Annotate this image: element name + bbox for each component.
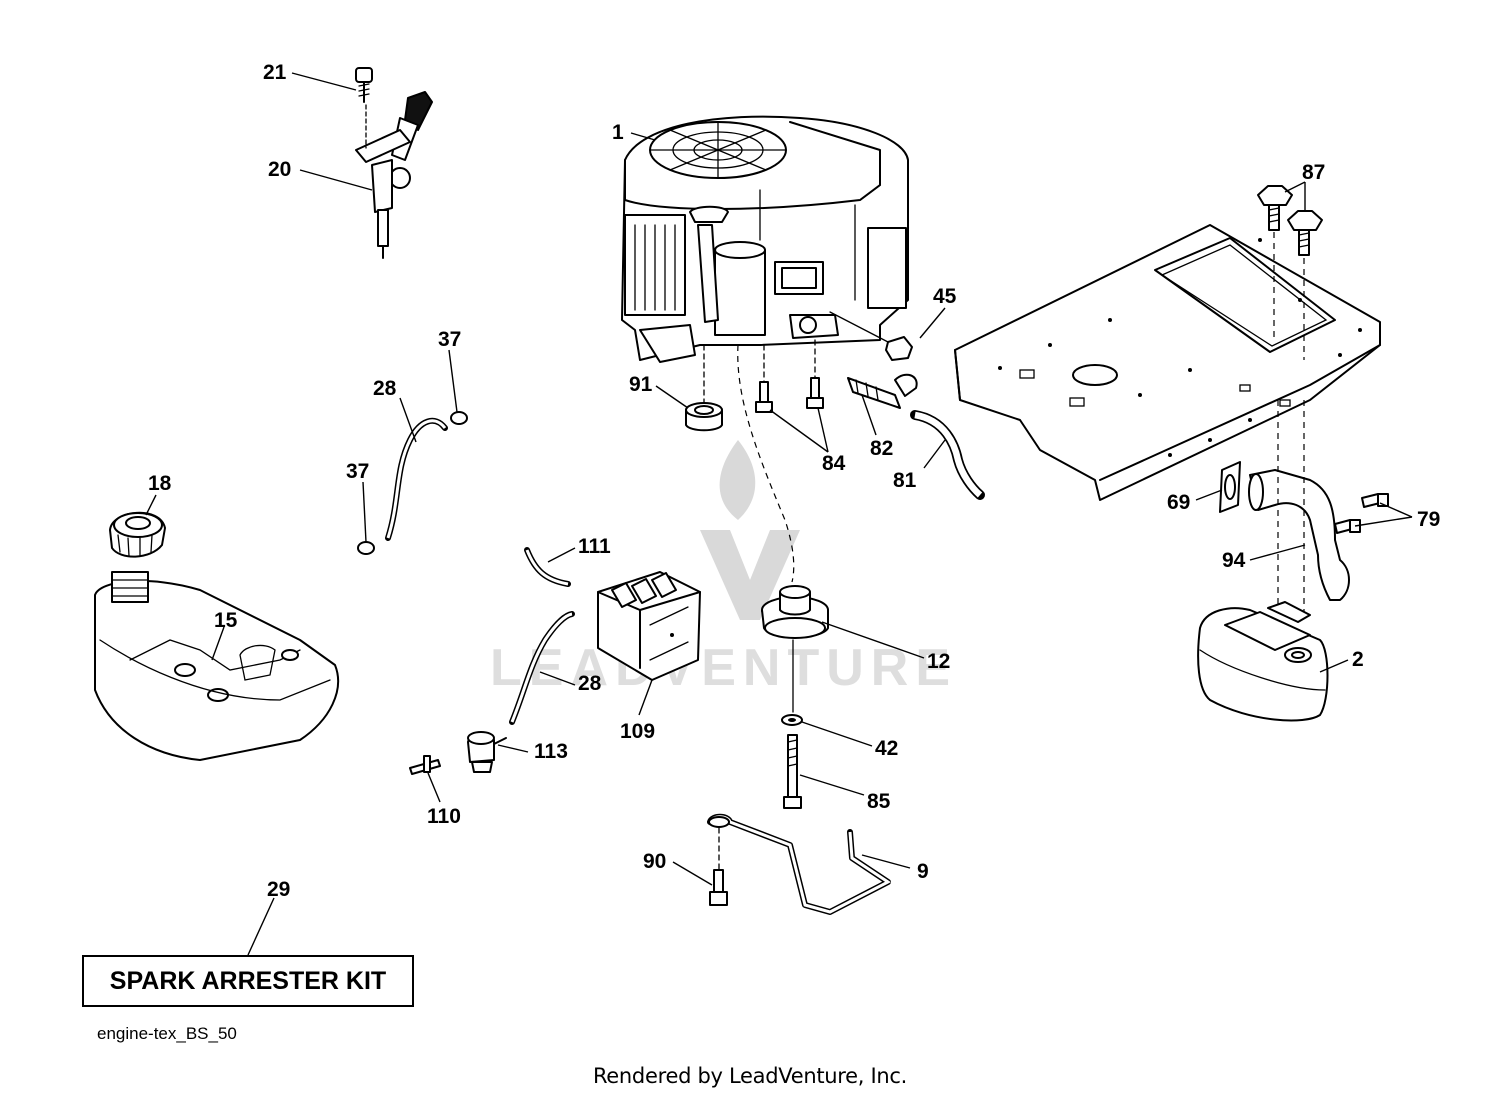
part-87-knobs[interactable]: [1257, 185, 1323, 360]
callout-113: 113: [534, 740, 568, 763]
part-15-fuel-tank[interactable]: [94, 571, 340, 761]
callout-28-lower: 28: [578, 672, 602, 695]
part-90-bolt[interactable]: [709, 827, 728, 906]
callout-1: 1: [612, 121, 624, 144]
callout-111: 111: [578, 535, 611, 558]
callout-110: 110: [427, 805, 461, 828]
part-69-gasket[interactable]: [1219, 461, 1241, 513]
part-37-hose-clamp-lower[interactable]: [357, 541, 375, 555]
callout-15: 15: [214, 609, 238, 632]
callout-109: 109: [620, 720, 655, 743]
callout-9: 9: [917, 860, 929, 883]
render-credit: Rendered by LeadVenture, Inc.: [592, 1064, 908, 1088]
callout-90: 90: [643, 850, 666, 873]
part-1-engine[interactable]: [621, 115, 909, 363]
part-113-fitting[interactable]: [467, 731, 507, 773]
part-110-fitting[interactable]: [409, 755, 441, 775]
leader-lines: [145, 72, 1413, 956]
callout-37-lower: 37: [346, 460, 369, 483]
callout-91: 91: [629, 373, 653, 396]
part-79-screws[interactable]: [1334, 493, 1389, 534]
engine-mounting-plate: [954, 224, 1381, 501]
part-42-washer[interactable]: [781, 714, 803, 726]
callout-42: 42: [875, 737, 898, 760]
callout-45: 45: [933, 285, 957, 308]
part-18-fuel-cap[interactable]: [109, 511, 166, 558]
part-84-bolts[interactable]: [755, 339, 824, 413]
part-82-fuel-shutoff[interactable]: [847, 373, 918, 409]
callout-79: 79: [1417, 508, 1440, 531]
part-12-pulley[interactable]: [737, 344, 829, 713]
part-20-throttle-control[interactable]: [355, 91, 433, 259]
part-109-fuel-pump[interactable]: [597, 571, 701, 681]
watermark-logo: [700, 440, 800, 620]
callout-85: 85: [867, 790, 891, 813]
part-85-bolt[interactable]: [783, 734, 802, 809]
callout-12: 12: [927, 650, 950, 673]
part-28-fuel-line-upper[interactable]: [385, 417, 448, 541]
part-37-hose-clamp-upper[interactable]: [450, 411, 468, 425]
part-91-spacer[interactable]: [685, 344, 723, 432]
callout-69: 69: [1167, 491, 1190, 514]
callout-21: 21: [263, 61, 287, 84]
callout-87: 87: [1302, 161, 1325, 184]
part-28-fuel-line-lower[interactable]: [509, 611, 575, 725]
part-45-nut[interactable]: [829, 311, 913, 361]
callout-37-upper: 37: [438, 328, 461, 351]
part-111-fuel-hose[interactable]: [524, 547, 571, 587]
part-2-muffler[interactable]: [1197, 400, 1329, 722]
callout-2: 2: [1352, 648, 1364, 671]
callout-84: 84: [822, 452, 846, 475]
spark-arrester-kit-label[interactable]: SPARK ARRESTER KIT: [82, 955, 414, 1007]
callout-20: 20: [268, 158, 291, 181]
callout-81: 81: [893, 469, 917, 492]
spark-arrester-kit-text: SPARK ARRESTER KIT: [109, 966, 387, 995]
callout-18: 18: [148, 472, 172, 495]
callout-82: 82: [870, 437, 893, 460]
part-81-hose[interactable]: [910, 410, 985, 500]
part-94-exhaust-pipe[interactable]: [1248, 469, 1350, 601]
callouts: 1 21 20 87 45 37 28 91 82 84 81 37 18 69…: [148, 61, 1440, 901]
watermark-text: LEADVENTURE: [490, 639, 958, 697]
callout-28-upper: 28: [373, 377, 397, 400]
callout-94: 94: [1222, 549, 1246, 572]
part-9-rod[interactable]: [707, 813, 891, 915]
callout-29: 29: [267, 878, 290, 901]
part-21-screw[interactable]: [355, 67, 373, 103]
diagram-id: engine-tex_BS_50: [97, 1024, 237, 1043]
